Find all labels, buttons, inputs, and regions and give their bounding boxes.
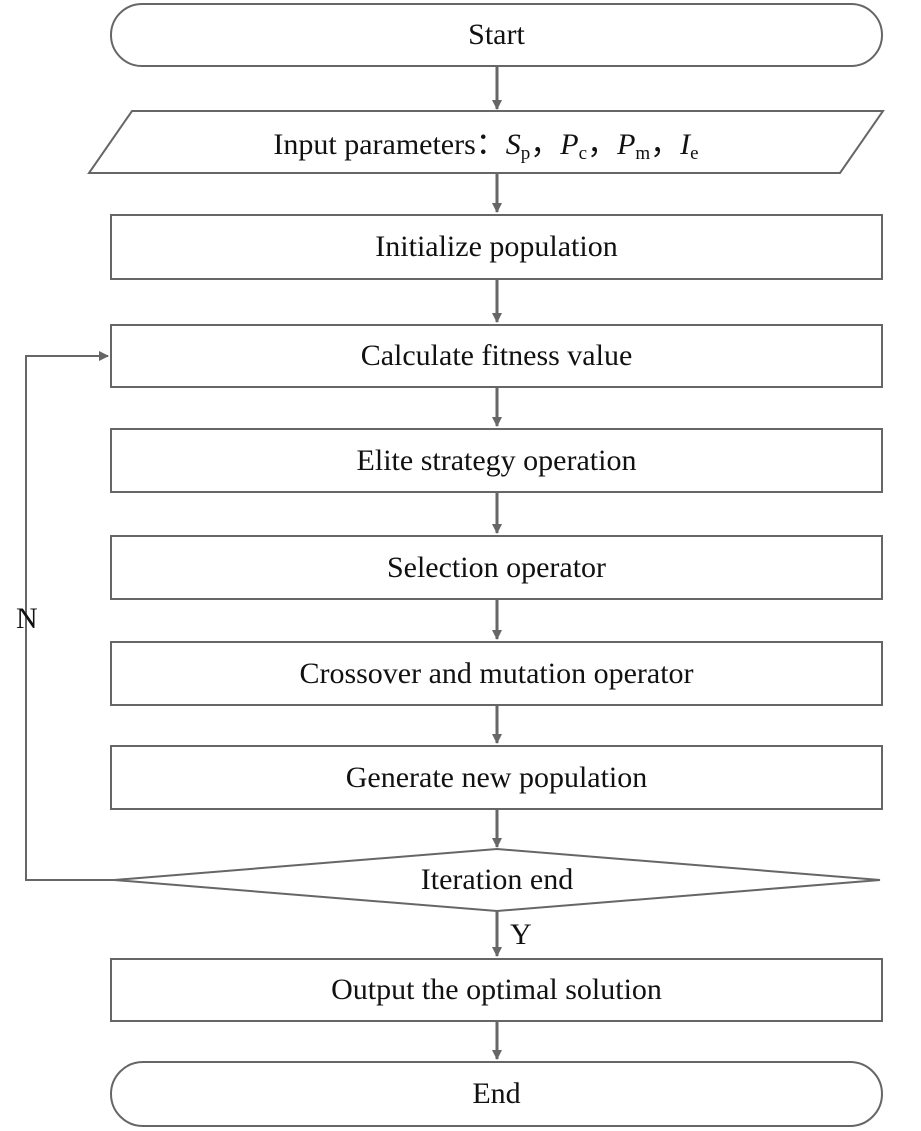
end-terminal: End xyxy=(110,1061,883,1127)
initialize-population-label: Initialize population xyxy=(375,230,618,263)
generate-population-label: Generate new population xyxy=(345,760,648,794)
loop-back-connector xyxy=(25,351,114,881)
iteration-end-label: Iteration end xyxy=(420,863,574,896)
initialize-population-box: Initialize population xyxy=(110,214,883,280)
output-solution-label: Output the optimal solution xyxy=(331,973,662,1006)
param-ie-sub: e xyxy=(690,143,699,164)
param-pc-sub: c xyxy=(578,143,588,164)
generate-population-box: Generate new population xyxy=(110,745,883,810)
input-parameters-label: Input parameters：Sp，Pc，Pm，Ie xyxy=(273,119,698,165)
iteration-end-decision: Iteration end xyxy=(300,858,694,902)
input-prefix: Input parameters： xyxy=(273,128,506,161)
elite-strategy-box: Elite strategy operation xyxy=(110,428,883,493)
start-terminal: Start xyxy=(110,3,883,67)
yes-branch-label: Y xyxy=(510,918,532,951)
calculate-fitness-label: Calculate fitness value xyxy=(360,339,633,372)
param-sp-symbol: S xyxy=(505,128,521,161)
param-ie-symbol: I xyxy=(680,128,691,161)
input-parameters-node: Input parameters：Sp，Pc，Pm，Ie xyxy=(132,111,840,173)
param-pm-sub: m xyxy=(635,143,651,164)
selection-operator-label: Selection operator xyxy=(386,550,607,584)
param-pc-symbol: P xyxy=(560,128,579,161)
no-branch-label: N xyxy=(16,602,38,635)
elite-strategy-label: Elite strategy operation xyxy=(356,443,637,477)
selection-operator-box: Selection operator xyxy=(110,535,883,600)
calculate-fitness-box: Calculate fitness value xyxy=(110,324,883,388)
param-separator: ， xyxy=(650,128,681,161)
decision-shape xyxy=(113,847,881,913)
param-separator: ， xyxy=(530,128,561,161)
param-sp-sub: p xyxy=(520,143,531,164)
input-shape xyxy=(87,110,885,174)
crossover-mutation-label: Crossover and mutation operator xyxy=(299,656,694,690)
param-separator: ， xyxy=(587,128,618,161)
param-pm-symbol: P xyxy=(617,128,636,161)
end-label: End xyxy=(472,1077,521,1110)
output-solution-box: Output the optimal solution xyxy=(110,958,883,1022)
crossover-mutation-box: Crossover and mutation operator xyxy=(110,641,883,706)
start-label: Start xyxy=(468,18,525,51)
